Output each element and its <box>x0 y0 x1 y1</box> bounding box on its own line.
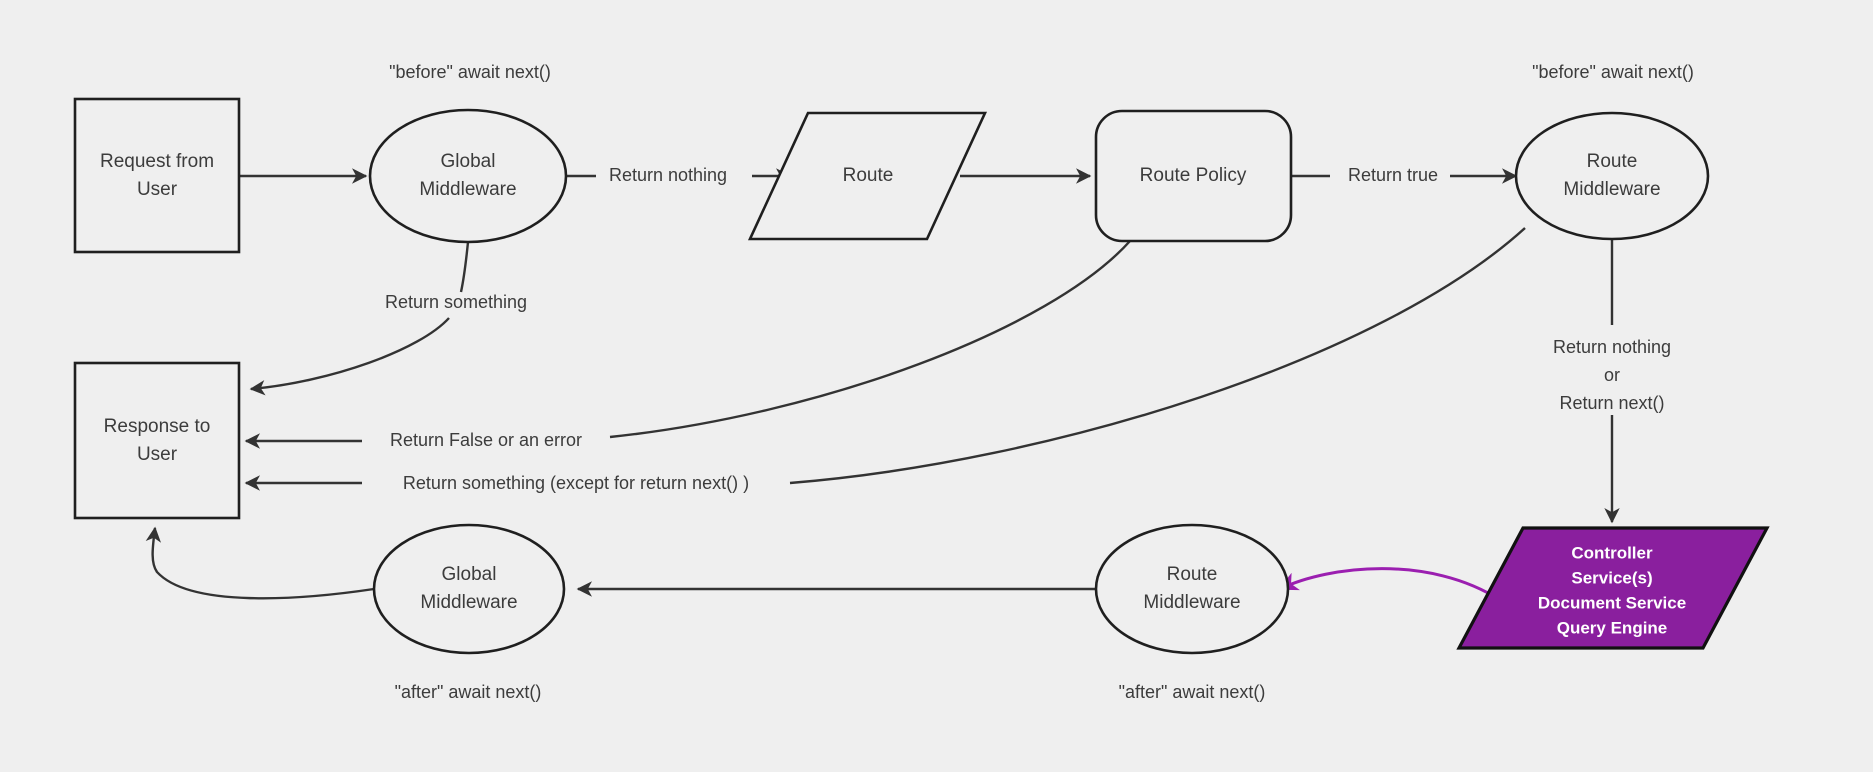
node-global-middleware-top-label-line1: Global <box>441 151 496 172</box>
annotation-before-await-next-right: "before" await next() <box>1532 62 1694 82</box>
node-response-to-user-label-line2: User <box>137 444 178 465</box>
node-route-middleware-top-label-line1: Route <box>1587 151 1638 172</box>
edge-route-policy-return-false-curve <box>609 240 1131 439</box>
node-controller-services-label-line1: Controller <box>1571 543 1653 562</box>
node-response-to-user[interactable]: Response to User <box>73 361 241 520</box>
edge-label-return-something-except-next: Return something (except for return next… <box>403 473 749 493</box>
node-request-from-user-label-line1: Request from <box>100 151 214 172</box>
node-route-middleware-top-label-line2: Middleware <box>1563 179 1660 200</box>
node-controller-services[interactable]: Controller Service(s) Document Service Q… <box>1456 526 1770 650</box>
annotation-after-await-next-left: "after" await next() <box>395 682 542 702</box>
node-route-label: Route <box>843 165 894 186</box>
node-route[interactable]: Route <box>747 111 988 241</box>
node-route-policy[interactable]: Route Policy <box>1094 109 1293 243</box>
annotation-after-await-next-right: "after" await next() <box>1119 682 1266 702</box>
node-route-middleware-bottom-label-line2: Middleware <box>1143 592 1240 613</box>
node-route-policy-label: Route Policy <box>1140 165 1247 186</box>
node-global-middleware-bottom-label-line2: Middleware <box>420 592 517 613</box>
edge-global-middleware-bottom-to-response <box>145 526 375 600</box>
node-response-to-user-label-line1: Response to <box>104 416 211 437</box>
node-global-middleware-top[interactable]: Global Middleware <box>368 108 568 244</box>
node-controller-services-label-line4: Query Engine <box>1557 618 1668 637</box>
edge-label-return-something: Return something <box>385 292 527 312</box>
edge-controller-to-route-middleware-bottom <box>1278 567 1501 602</box>
node-global-middleware-top-label-line2: Middleware <box>419 179 516 200</box>
edge-label-return-nothing: Return nothing <box>609 165 727 185</box>
node-route-middleware-bottom[interactable]: Route Middleware <box>1094 523 1290 655</box>
edge-global-middleware-return-something-lower <box>249 317 450 396</box>
node-route-middleware-top[interactable]: Route Middleware <box>1514 111 1710 241</box>
edge-route-middleware-return-something-curve <box>789 227 1526 485</box>
node-global-middleware-bottom[interactable]: Global Middleware <box>372 523 566 655</box>
node-controller-services-label-line3: Document Service <box>1538 593 1686 612</box>
edge-label-return-nothing-or-next-line1: Return nothing <box>1553 337 1671 357</box>
edge-global-middleware-return-something-upper <box>459 241 470 293</box>
node-request-from-user-label-line2: User <box>137 179 178 200</box>
edge-label-return-true: Return true <box>1348 165 1438 185</box>
edge-label-return-false-or-error: Return False or an error <box>390 430 582 450</box>
node-global-middleware-bottom-label-line1: Global <box>442 564 497 585</box>
node-controller-services-label-line2: Service(s) <box>1571 568 1652 587</box>
edge-label-return-nothing-or-next-line3: Return next() <box>1559 393 1664 413</box>
node-request-from-user[interactable]: Request from User <box>73 97 241 254</box>
node-route-middleware-bottom-label-line1: Route <box>1167 564 1218 585</box>
edge-label-return-nothing-or-next-line2: or <box>1604 365 1620 385</box>
annotation-before-await-next-left: "before" await next() <box>389 62 551 82</box>
